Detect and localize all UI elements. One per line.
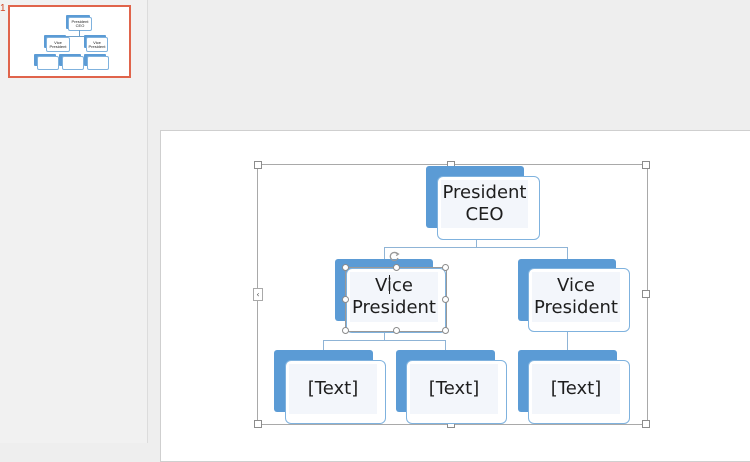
thumb-connector <box>79 30 80 36</box>
thumb-top-box: President CEO <box>68 17 92 31</box>
connector-line <box>476 238 477 247</box>
shape-selection-outline <box>345 267 447 332</box>
text-pane-toggle[interactable]: ‹ <box>253 288 263 301</box>
thumb-bottom-box <box>87 56 109 70</box>
thumb-connector <box>56 36 102 37</box>
text1-label: [Text] <box>289 364 377 414</box>
shape-resize-handle[interactable] <box>393 264 400 271</box>
shape-resize-handle[interactable] <box>442 327 449 334</box>
connector-line <box>323 340 446 341</box>
thumb-bottom-box <box>62 56 84 70</box>
connector-line <box>384 331 385 340</box>
resize-handle[interactable] <box>642 420 650 428</box>
connector-line <box>323 340 324 350</box>
slide-thumbnail[interactable]: President CEO Vice President Vice Presid… <box>8 5 131 78</box>
rotate-handle-icon[interactable] <box>389 247 400 262</box>
slide-number: 1 <box>0 3 6 14</box>
connector-line <box>384 247 568 248</box>
shape-resize-handle[interactable] <box>342 296 349 303</box>
shape-resize-handle[interactable] <box>342 327 349 334</box>
resize-handle[interactable] <box>642 290 650 298</box>
thumb-right-box: Vice President <box>86 37 108 52</box>
text3-label: [Text] <box>532 364 620 414</box>
text2-label: [Text] <box>410 364 498 414</box>
connector-line <box>567 323 568 350</box>
thumb-bottom-box <box>37 56 59 70</box>
shape-resize-handle[interactable] <box>442 264 449 271</box>
resize-handle[interactable] <box>254 420 262 428</box>
slide-thumbnail-pane: 1 President CEO Vice President Vice Pres… <box>0 0 148 443</box>
connector-line <box>567 247 568 259</box>
resize-handle[interactable] <box>642 161 650 169</box>
shape-resize-handle[interactable] <box>342 264 349 271</box>
resize-handle[interactable] <box>254 161 262 169</box>
connector-line <box>384 247 385 259</box>
text-cursor <box>389 275 390 294</box>
thumb-left-box: Vice President <box>46 37 70 52</box>
shape-resize-handle[interactable] <box>393 327 400 334</box>
shape-resize-handle[interactable] <box>442 296 449 303</box>
connector-line <box>445 340 446 350</box>
